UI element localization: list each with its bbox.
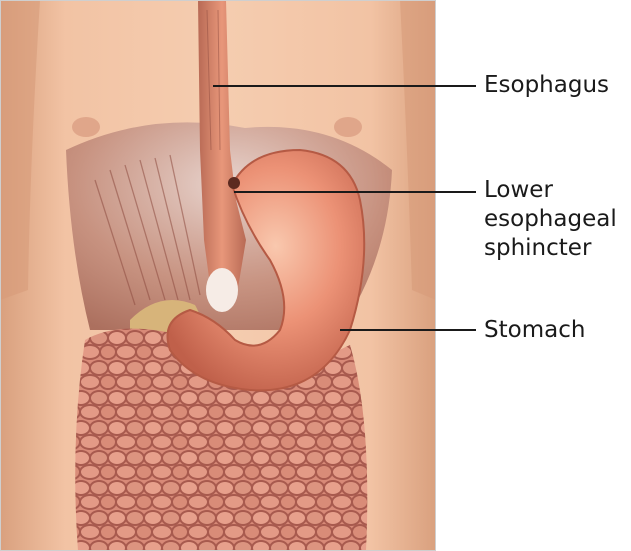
left-nipple — [72, 117, 100, 137]
esophagus-label: Esophagus — [484, 71, 609, 100]
lower-esophageal-sphincter — [228, 177, 240, 189]
stomach-label: Stomach — [484, 316, 585, 345]
right-nipple — [334, 117, 362, 137]
les-label-line-2: esophageal — [484, 205, 617, 234]
les-label-line-3: sphincter — [484, 234, 617, 263]
hiatus-opening — [206, 268, 238, 312]
lower-esophageal-sphincter-label: Lower esophageal sphincter — [484, 176, 617, 263]
les-label-line-1: Lower — [484, 176, 617, 205]
